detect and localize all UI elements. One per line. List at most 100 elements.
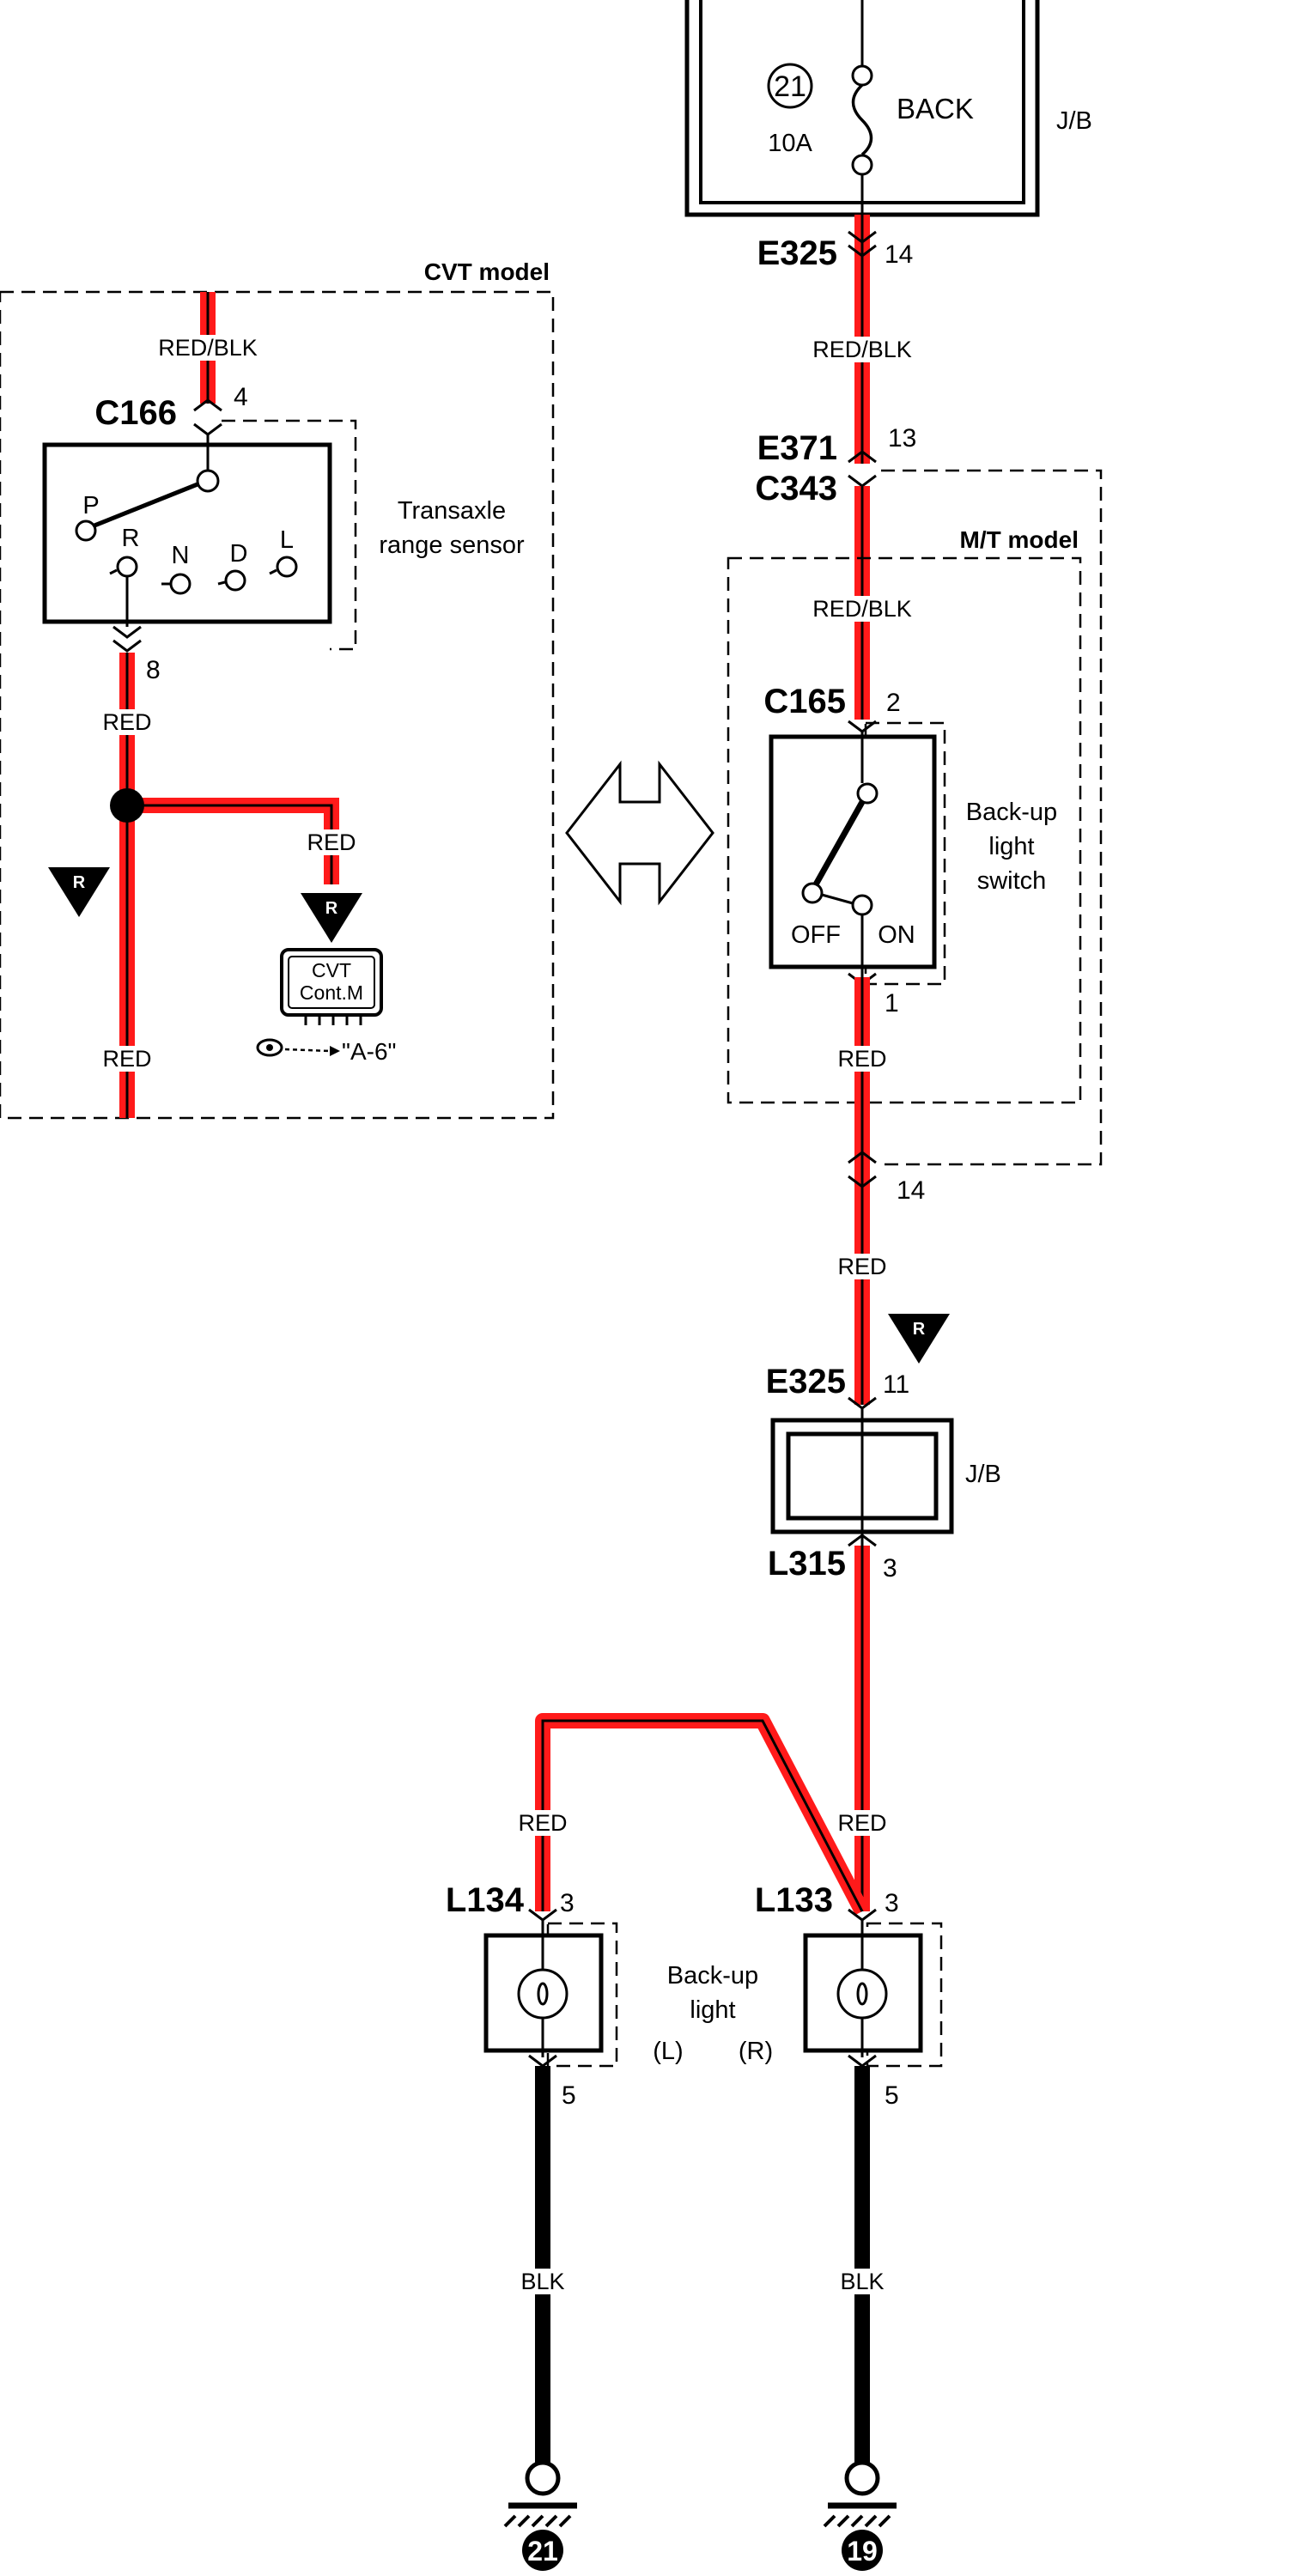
junction-block-label: J/B (1056, 107, 1092, 135)
switch-label-line2: light (988, 833, 1034, 860)
connector-l315: L315 (768, 1545, 846, 1583)
pin-number: 13 (888, 424, 916, 453)
fuse-name: BACK (897, 93, 974, 125)
pin-number: 14 (885, 240, 913, 269)
lamp-side-right: (R) (739, 2038, 773, 2065)
sensor-wiper (94, 482, 198, 528)
ground-number-left: 21 (527, 2536, 558, 2567)
wire-color-label-right: RED (837, 1810, 886, 1836)
pin-number: 14 (897, 1176, 925, 1205)
wire-label-bg (807, 596, 917, 622)
backup-light-left: L134 3 5 (446, 1881, 618, 2110)
sensor-connector: C166 (94, 394, 177, 432)
ground-number-badge (522, 2530, 563, 2571)
cvt-control-module (280, 948, 383, 1017)
fuse-icon (851, 83, 873, 156)
ground-left: 21 (503, 2460, 577, 2571)
connector-mark (112, 625, 142, 653)
wire-label-bg (807, 337, 917, 362)
bulb-icon (836, 1968, 888, 2020)
connector-c343: C343 (755, 470, 837, 507)
wire-color-label: RED/BLK (158, 335, 258, 361)
route-marker-letter: R (73, 873, 86, 892)
ground-wire-label-left: BLK (520, 2269, 564, 2294)
sensor-position-n (169, 573, 192, 595)
sensor-position-l (276, 556, 298, 578)
position-label-d: D (230, 540, 248, 568)
backup-light-right: L133 3 5 (755, 1881, 943, 2110)
wire-after-switch: RED 14 RED R (830, 977, 950, 1405)
sensor-position-r (116, 556, 138, 578)
mt-model-label: M/T model (960, 526, 1079, 553)
switch-off-label: OFF (791, 921, 841, 949)
ground-terminal-icon (844, 2460, 880, 2496)
sensor-position-p (75, 519, 97, 542)
route-marker-letter: R (325, 899, 338, 918)
pin-number: 11 (883, 1370, 909, 1399)
connector-e325-top: E325 (757, 234, 837, 272)
ground-number-right: 19 (847, 2536, 878, 2567)
fuse-number-badge (767, 63, 813, 109)
position-label-l: L (280, 526, 294, 554)
pin-number: 2 (886, 689, 901, 717)
junction-block-bottom: E325 11 J/B L315 3 (766, 1363, 1001, 1583)
junction-block-label: J/B (965, 1461, 1001, 1488)
control-module-line1: CVT (312, 959, 351, 981)
switch-terminal (856, 782, 879, 805)
lamp-label-line1: Back-up (667, 1962, 758, 1990)
ground-right: 19 (823, 2460, 897, 2571)
splice-point (110, 788, 144, 823)
control-module-line2: Cont.M (300, 981, 363, 1004)
mt-model-region: M/T model C165 2 OFF ON Back-up light sw… (727, 469, 1103, 1166)
switch-connector: C165 (763, 683, 846, 720)
connector-mark (848, 1151, 877, 1188)
switch-on-label: ON (878, 921, 915, 949)
ground-route-marker (888, 1314, 950, 1364)
alternative-arrow-icon (565, 760, 714, 906)
wire-color-label: RED/BLK (812, 596, 912, 622)
pin-number: 5 (885, 2081, 899, 2110)
cvt-model-region: CVT model RED/BLK C166 4 P R N D L Trans… (0, 258, 555, 1120)
fuse-terminal-top (851, 64, 873, 87)
ground-terminal-icon (525, 2460, 561, 2496)
pin-number: 3 (885, 1889, 899, 1917)
eye-icon (256, 1038, 283, 1057)
wire-color-label: RED (837, 1046, 886, 1072)
main-wire: RED/BLK E325 14 E371 C343 13 RED/BLK (755, 215, 917, 720)
switch-label-line3: switch (977, 867, 1047, 895)
pin-number: 3 (883, 1554, 897, 1583)
wire-color-label: RED/BLK (812, 337, 912, 362)
bulb-icon (517, 1968, 568, 2020)
wire-color-label: RED (102, 1046, 151, 1072)
reference-arrow (284, 1048, 331, 1053)
wire-color-label-left: RED (518, 1810, 567, 1836)
backup-light-label: Back-up light (L) (R) (653, 1962, 773, 2065)
lamp-side-left: (L) (653, 2038, 683, 2065)
wire-color-label: RED (102, 709, 151, 735)
sensor-label-line2: range sensor (379, 532, 525, 559)
connector-mark (848, 1534, 877, 1547)
pin-number: 4 (234, 383, 248, 411)
route-marker-letter: R (913, 1320, 926, 1339)
cvt-model-label: CVT model (424, 258, 550, 285)
fuse-rating: 10A (768, 130, 812, 157)
connector-e371: E371 (757, 429, 837, 467)
switch-off-terminal (801, 882, 824, 904)
sensor-label-line1: Transaxle (398, 497, 506, 525)
connector-e325-bottom: E325 (766, 1363, 846, 1400)
position-label-n: N (172, 542, 190, 569)
lamp-label-line2: light (690, 1996, 735, 2024)
lamp-feed-wires: RED RED (512, 1546, 893, 1916)
connector-l134: L134 (446, 1881, 525, 1919)
fuse-number: 21 (774, 70, 806, 103)
junction-block-top: 21 10A BACK J/B (684, 0, 1092, 217)
pin-number: 3 (560, 1889, 575, 1917)
switch-lever (812, 800, 866, 886)
reference-label: "A-6" (342, 1038, 396, 1065)
wire-color-label: RED (837, 1254, 886, 1279)
connector-mark (193, 398, 222, 436)
route-marker-branch (301, 893, 362, 943)
route-marker-left (48, 867, 110, 917)
pin-number: 1 (885, 989, 899, 1018)
